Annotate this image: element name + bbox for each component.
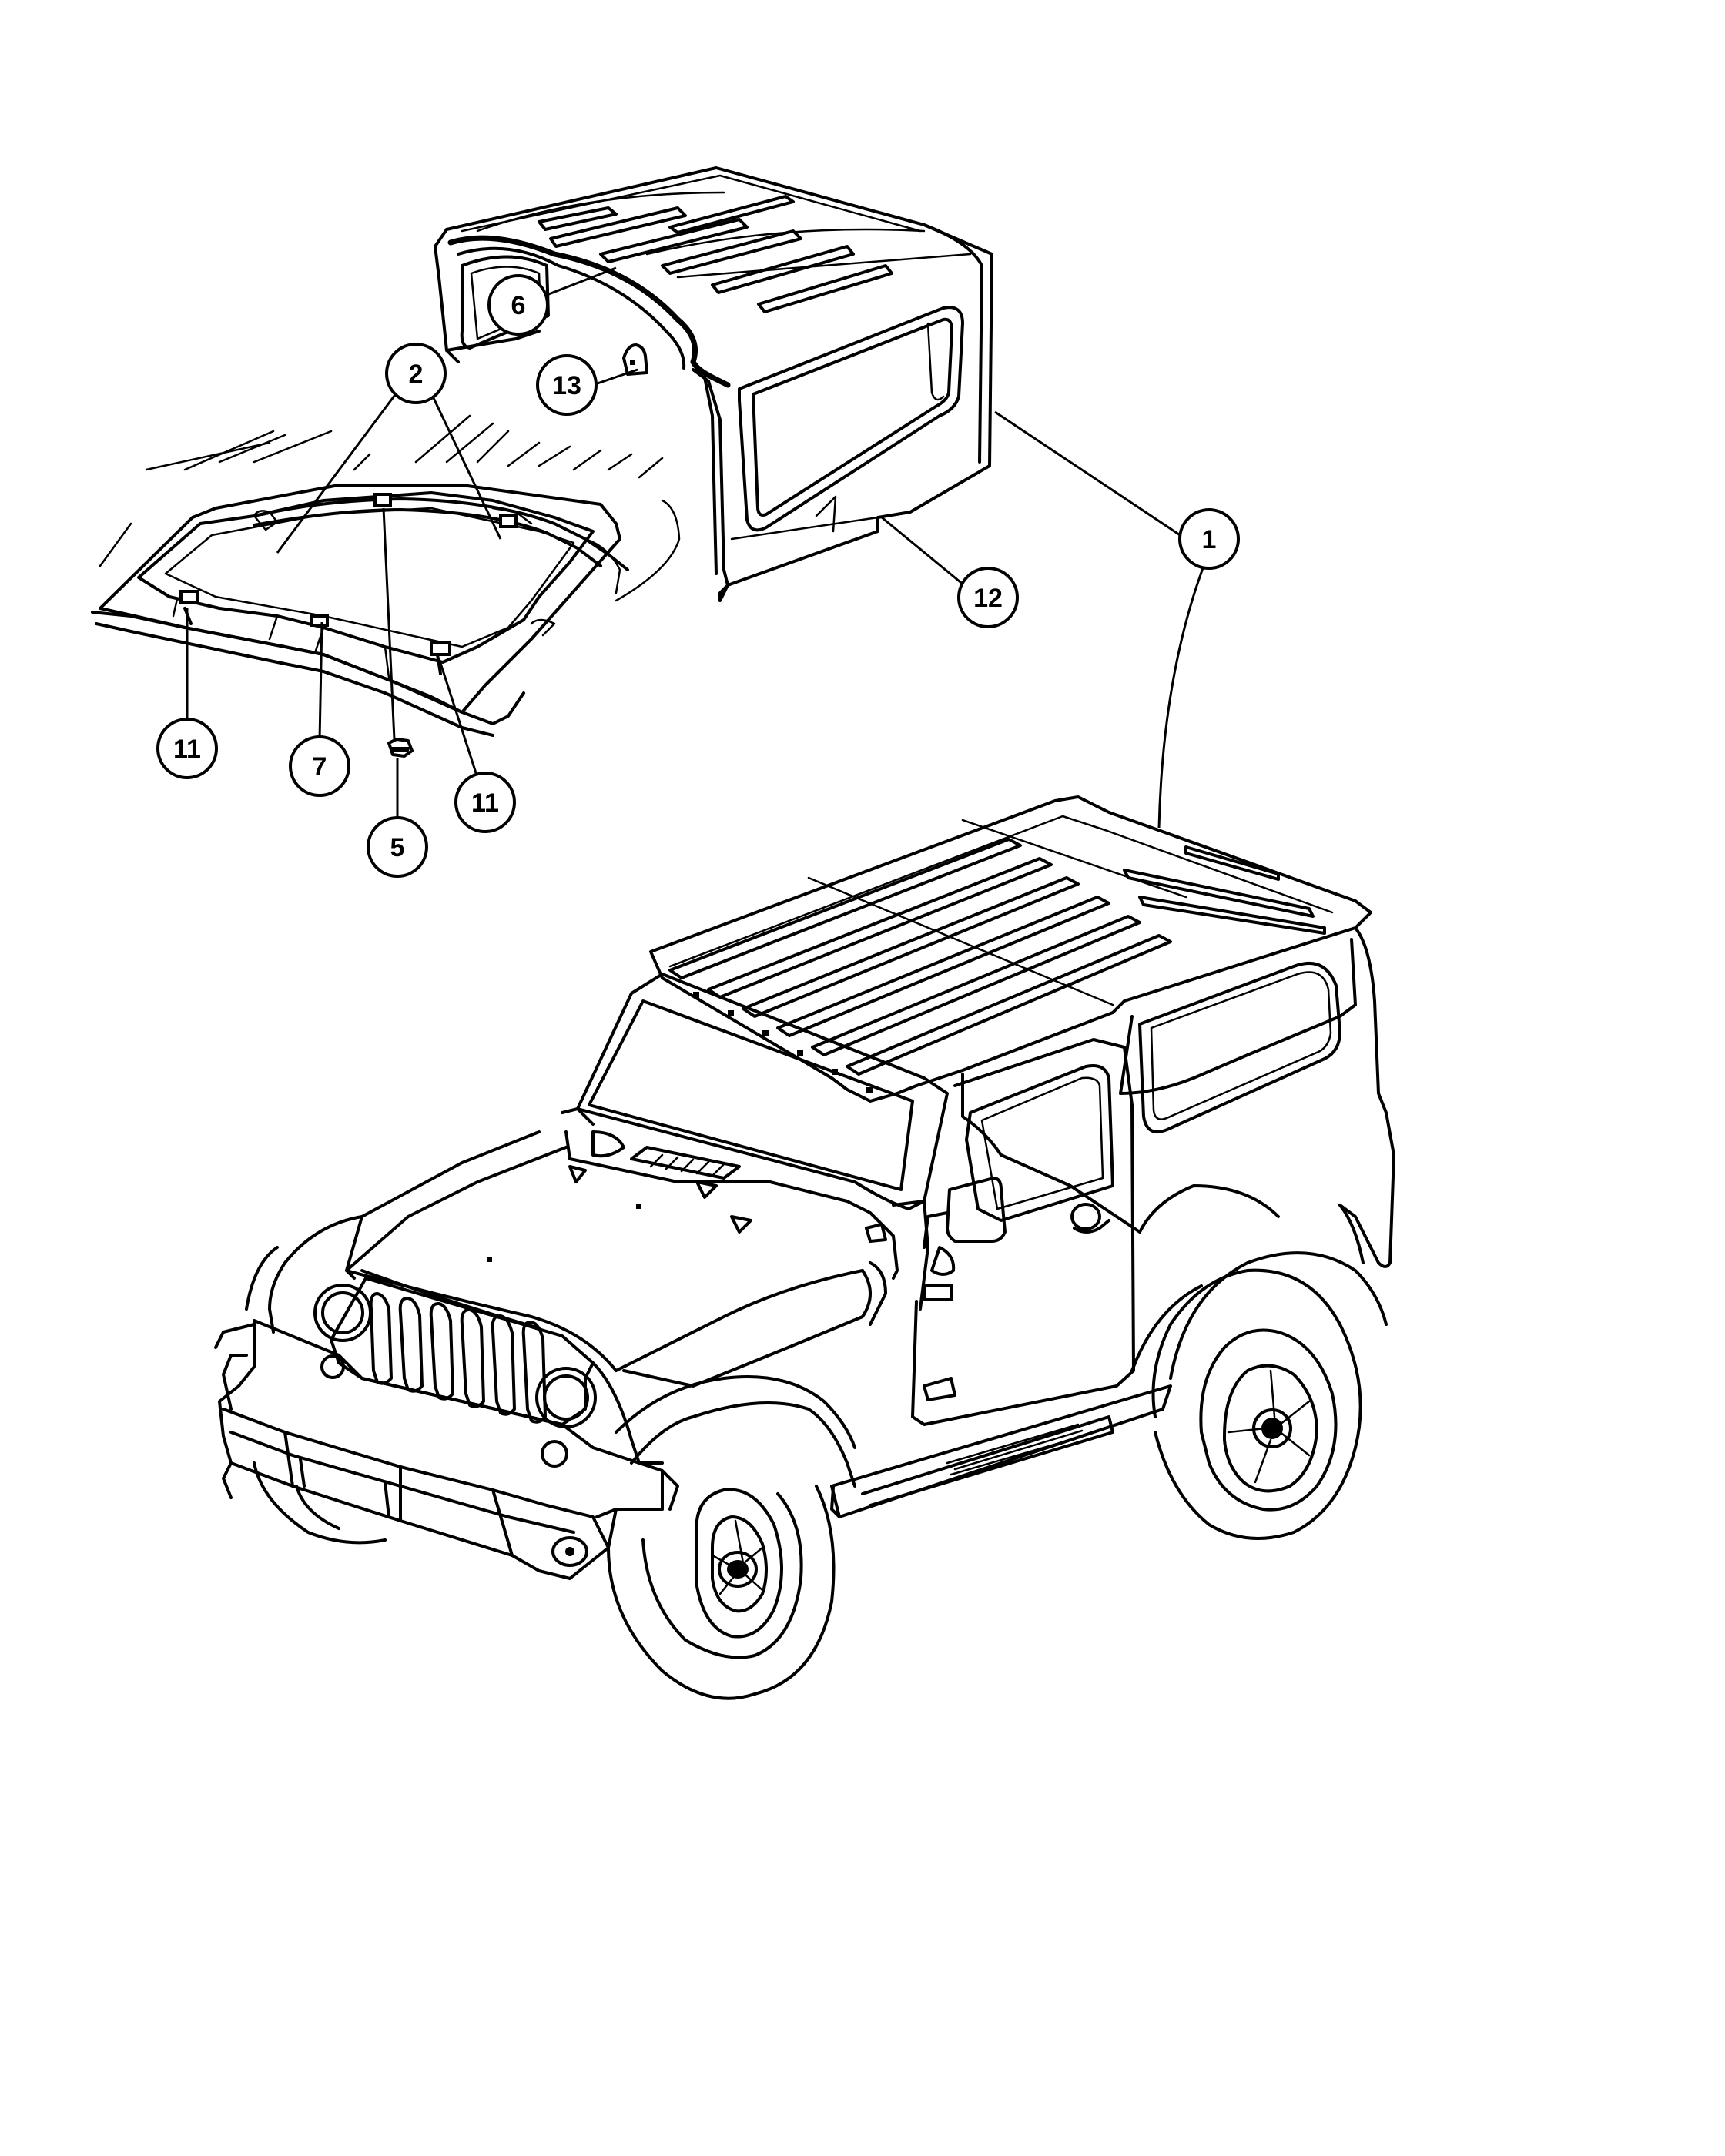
callout-label: 2 [409, 360, 424, 389]
leader-2a [276, 380, 407, 554]
callout-11-right: 11 [454, 772, 516, 833]
leader-12 [881, 516, 970, 591]
callout-label: 11 [471, 788, 499, 818]
leader-5a [382, 507, 396, 740]
vehicle-illustration [214, 795, 1395, 1700]
hardtop-illustration [434, 166, 993, 602]
leader-1b [1157, 555, 1209, 829]
callout-label: 13 [552, 371, 581, 400]
leader-11b [437, 658, 479, 778]
callout-11-left: 11 [156, 718, 218, 779]
callout-label: 12 [973, 584, 1003, 613]
callout-2: 2 [385, 343, 447, 404]
callout-7: 7 [289, 735, 350, 797]
leader-7 [318, 621, 323, 742]
leader-6 [542, 266, 617, 298]
leader-2b [425, 383, 502, 540]
callout-label: 7 [313, 752, 327, 782]
callout-label: 11 [173, 735, 201, 764]
leader-13 [592, 368, 638, 387]
callout-label: 1 [1202, 525, 1217, 554]
callout-1: 1 [1178, 508, 1240, 570]
headliner-illustration [91, 414, 681, 758]
callout-label: 5 [390, 833, 405, 862]
leader-lines [186, 266, 1210, 829]
callout-12: 12 [957, 567, 1019, 628]
callout-6: 6 [487, 274, 549, 336]
leader-1a [994, 410, 1210, 556]
callout-13: 13 [536, 354, 598, 416]
callout-label: 6 [511, 291, 526, 320]
callout-5: 5 [367, 816, 428, 878]
